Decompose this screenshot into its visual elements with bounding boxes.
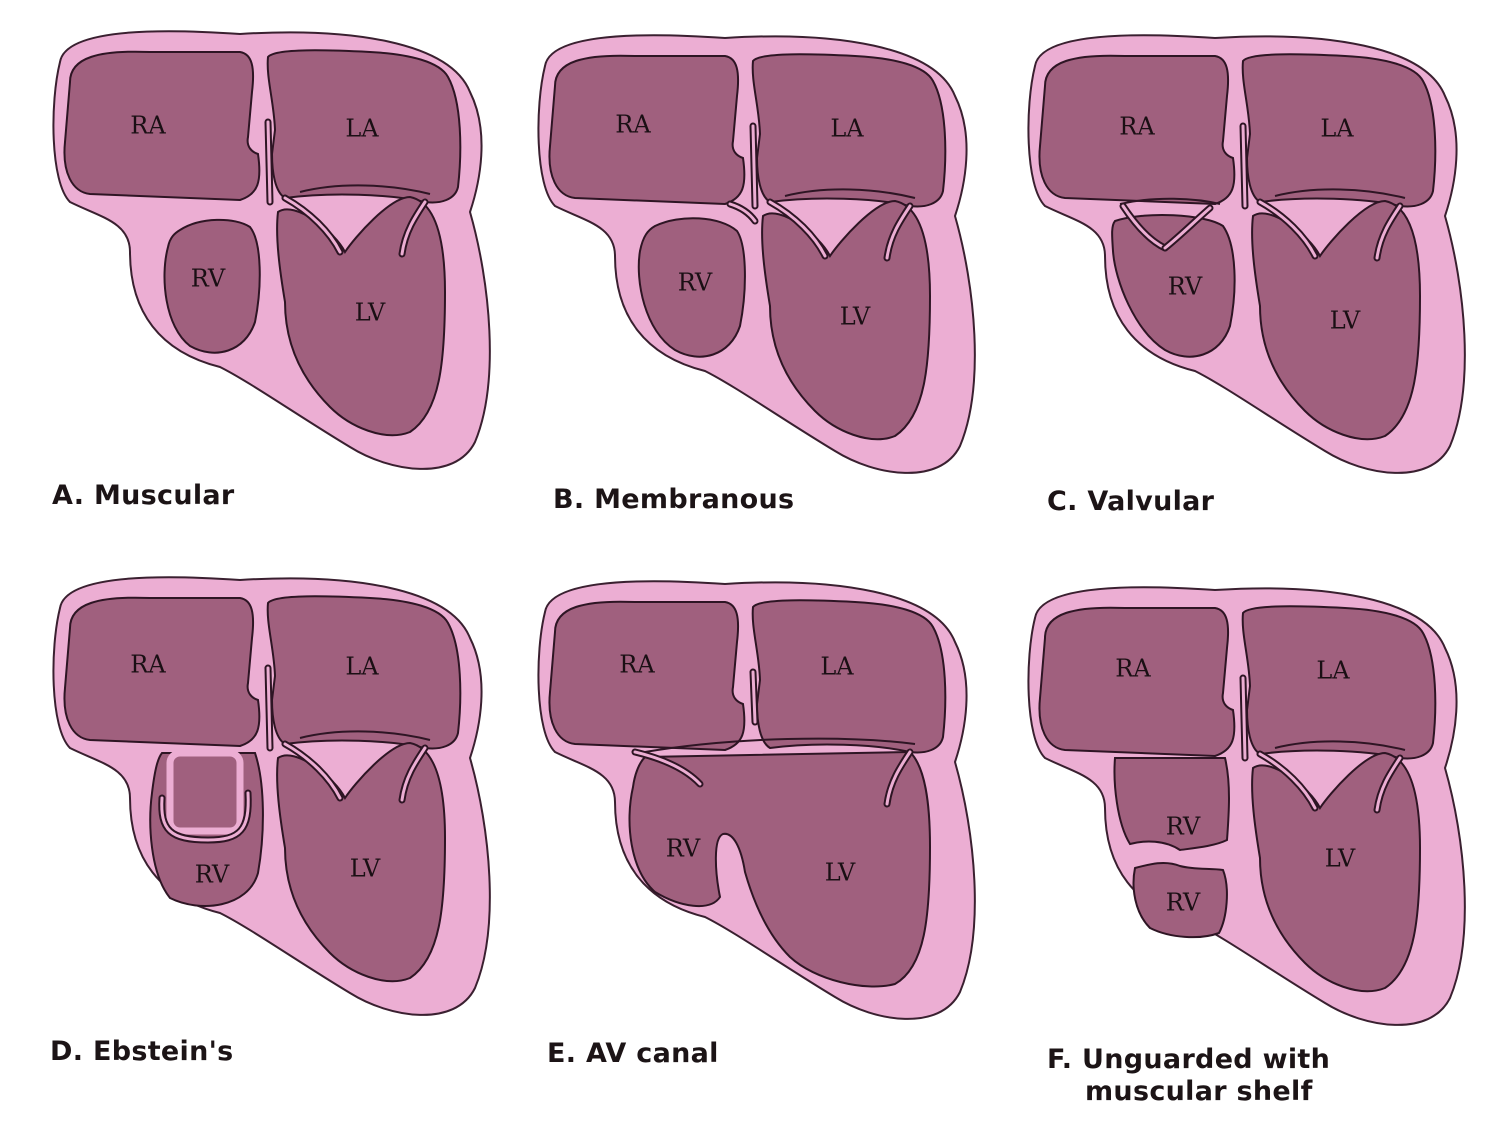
label-ra: RA bbox=[615, 111, 651, 139]
label-la: LA bbox=[345, 653, 379, 681]
label-lv: LV bbox=[840, 303, 871, 331]
tricuspid-valve-left-leaflet-highlight bbox=[1121, 204, 1167, 250]
label-lv: LV bbox=[355, 299, 386, 327]
label-la: LA bbox=[1320, 115, 1354, 143]
right-atrium-chamber bbox=[63, 50, 261, 202]
atrial-septum-line-highlight bbox=[751, 670, 757, 724]
panel-caption: C. Valvular bbox=[1047, 486, 1214, 518]
right-ventricle-upper-chamber bbox=[1113, 757, 1230, 852]
mitral-valve-left-leaflet-highlight bbox=[768, 200, 827, 258]
mitral-annulus bbox=[299, 184, 431, 195]
label-ra: RA bbox=[1115, 655, 1151, 683]
common-av-annulus bbox=[644, 737, 916, 753]
right-atrium-chamber bbox=[548, 600, 746, 752]
right-ventricle-chamber bbox=[1111, 214, 1236, 358]
label-lv: LV bbox=[1330, 307, 1361, 335]
mitral-valve-right-leaflet-highlight bbox=[400, 200, 427, 256]
mitral-valve-right-leaflet-highlight bbox=[400, 746, 427, 802]
right-ventricle-chamber bbox=[637, 217, 746, 358]
caption-line: A. Muscular bbox=[52, 480, 235, 511]
label-ra: RA bbox=[619, 651, 655, 679]
panel-caption: B. Membranous bbox=[553, 484, 794, 516]
label-la: LA bbox=[1316, 657, 1350, 685]
caption-line: E. AV canal bbox=[547, 1038, 719, 1069]
mitral-annulus bbox=[1274, 188, 1406, 199]
membranous-defect-crossing-highlight bbox=[728, 202, 757, 223]
common-av-valve-leaflet-right-highlight bbox=[885, 750, 912, 806]
right-ventricle-lower-chamber bbox=[1132, 861, 1228, 939]
mitral-valve-right-leaflet-highlight bbox=[885, 204, 912, 260]
right-atrium-chamber bbox=[1038, 606, 1236, 758]
heart-diagram-d: RA LA RV LV bbox=[52, 576, 491, 1016]
common-ventricle-chamber bbox=[628, 750, 932, 988]
label-rv: RV bbox=[666, 835, 701, 863]
panel-caption: F. Unguarded with muscular shelf bbox=[1047, 1044, 1330, 1108]
caption-line-1: F. Unguarded with bbox=[1047, 1044, 1331, 1075]
panel-c-valvular: RA LA RV LV C. Valvular bbox=[1005, 26, 1485, 586]
heart-diagram-c: RA LA RV LV bbox=[1027, 34, 1466, 474]
heart-diagram-f: RA LA RV RV LV bbox=[1027, 586, 1466, 1026]
panel-f-unguarded: RA LA RV RV LV F. Unguarded with muscula… bbox=[1005, 578, 1485, 1138]
mitral-annulus bbox=[1274, 740, 1406, 751]
atrial-septum-line-highlight bbox=[266, 120, 272, 204]
label-la: LA bbox=[820, 653, 854, 681]
label-rv: RV bbox=[195, 861, 230, 889]
atrial-septum-line-highlight bbox=[1241, 676, 1247, 760]
mitral-valve-left-leaflet-highlight bbox=[1258, 200, 1317, 258]
caption-line: D. Ebstein's bbox=[50, 1036, 234, 1067]
mitral-annulus bbox=[299, 730, 431, 741]
panel-caption: E. AV canal bbox=[547, 1038, 719, 1070]
mitral-valve-left-leaflet-highlight bbox=[283, 196, 342, 254]
label-ra: RA bbox=[130, 651, 166, 679]
right-atrium-chamber bbox=[63, 596, 261, 748]
tricuspid-annulus bbox=[1119, 197, 1221, 205]
mitral-valve-right-leaflet-highlight bbox=[1375, 204, 1402, 260]
label-ra: RA bbox=[1119, 113, 1155, 141]
tricuspid-valve-right-leaflet-highlight bbox=[1163, 206, 1212, 250]
panel-b-membranous: RA LA RV LV B. Membranous bbox=[515, 26, 995, 586]
label-lv: LV bbox=[1325, 845, 1356, 873]
mitral-annulus bbox=[784, 188, 916, 199]
common-av-valve-leaflet-left-highlight bbox=[633, 750, 702, 786]
caption-line: B. Membranous bbox=[553, 484, 795, 515]
mitral-valve-left-leaflet-highlight bbox=[1258, 752, 1317, 810]
atrialized-rv-displaced-valve bbox=[166, 749, 244, 835]
caption-line-2: muscular shelf bbox=[1085, 1076, 1313, 1107]
label-rv: RV bbox=[678, 269, 713, 297]
label-la: LA bbox=[830, 115, 864, 143]
heart-diagram-b: RA LA RV LV bbox=[537, 34, 976, 474]
atrial-septum-line-highlight bbox=[266, 666, 272, 750]
label-lv: LV bbox=[825, 859, 856, 887]
label-lv: LV bbox=[350, 855, 381, 883]
label-rv: RV bbox=[1168, 273, 1203, 301]
right-atrium-chamber bbox=[548, 54, 746, 206]
panel-a-muscular: RA LA RV LV A. Muscular bbox=[30, 22, 510, 582]
panel-caption: A. Muscular bbox=[52, 480, 235, 512]
panel-d-ebsteins: RA LA RV LV D. Ebstein's bbox=[30, 568, 510, 1128]
heart-diagram-e: RA LA RV LV bbox=[537, 580, 976, 1020]
right-atrium-chamber bbox=[1038, 54, 1236, 206]
label-ra: RA bbox=[130, 112, 166, 140]
heart-diagram-a: RA LA RV LV bbox=[52, 30, 491, 470]
mitral-valve-right-leaflet-highlight bbox=[1375, 756, 1402, 812]
label-rv-lower: RV bbox=[1166, 889, 1201, 917]
right-ventricle-chamber bbox=[163, 218, 261, 354]
label-rv-upper: RV bbox=[1166, 813, 1201, 841]
caption-line: C. Valvular bbox=[1047, 486, 1215, 517]
atrial-septum-line-highlight bbox=[1241, 124, 1247, 208]
mitral-valve-left-leaflet-highlight bbox=[283, 742, 342, 800]
panel-e-av-canal: RA LA RV LV E. AV canal bbox=[515, 572, 995, 1132]
panel-caption: D. Ebstein's bbox=[50, 1036, 234, 1068]
label-la: LA bbox=[345, 115, 379, 143]
label-rv: RV bbox=[191, 265, 226, 293]
displaced-tricuspid-leaflet-highlight bbox=[160, 791, 250, 842]
atrial-septum-line-highlight bbox=[751, 124, 757, 208]
